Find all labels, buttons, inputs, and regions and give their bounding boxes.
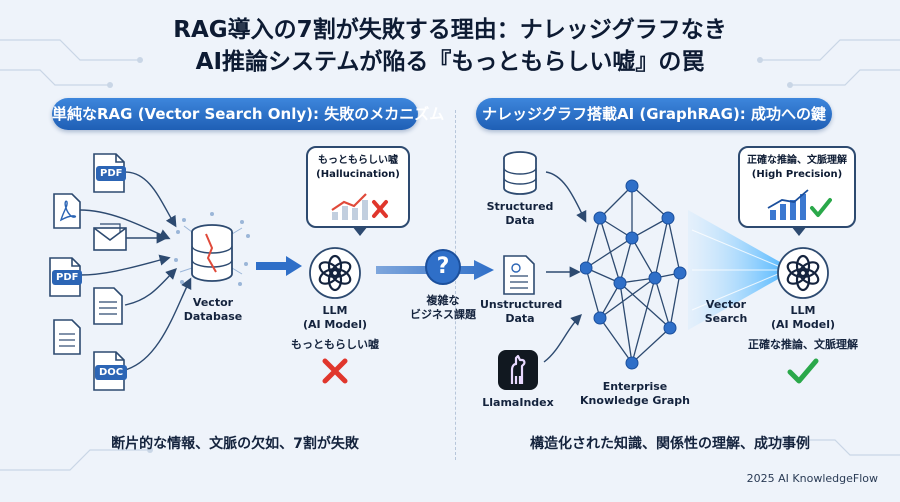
doc-document-icon: DOC [92, 350, 128, 396]
pdf-tag: PDF [52, 270, 83, 285]
pdf-tag: PDF [96, 166, 127, 181]
llamaindex-label: LlamaIndex [482, 396, 554, 409]
vector-search-line2: Search [704, 312, 748, 325]
enterprise-knowledge-graph [580, 179, 687, 370]
complex-label-line1: 複雑な [426, 294, 460, 307]
db-to-llm-arrow [256, 254, 304, 282]
hallucination-bubble-title: もっともらしい嘘 [318, 155, 398, 166]
vector-search-line1: Vector [705, 298, 747, 311]
llm-label-left-line2: (AI Model) [302, 318, 368, 331]
email-envelope-icon [92, 222, 128, 256]
acrobat-document-icon [52, 192, 82, 234]
llm-label-left: LLM (AI Model) [290, 304, 380, 332]
structured-label-line1: Structured [486, 200, 554, 213]
unstructured-data-label: Unstructured Data [480, 298, 563, 326]
graph-label-line1: Enterprise [602, 380, 668, 393]
success-chart-icon [767, 189, 832, 220]
hallucination-bubble-subtitle: (Hallucination) [316, 169, 400, 180]
llm-label-right-line2: (AI Model) [770, 318, 836, 331]
complex-business-problem-label: 複雑な ビジネス課題 [400, 294, 486, 322]
title-line-2: AI推論システムが陥る『もっともらしい嘘』の罠 [195, 49, 705, 75]
pdf-document-icon-1: PDF [92, 152, 127, 198]
unstructured-label-line2: Data [505, 312, 535, 325]
hallucination-speech-bubble: もっともらしい嘘 (Hallucination) [306, 146, 410, 236]
fail-x-icon [320, 356, 350, 390]
left-bottom-summary: 断片的な情報、文脈の欠如、7割が失敗 [111, 436, 359, 452]
vector-search-label: Vector Search [696, 298, 756, 326]
llamaindex-logo-icon [498, 350, 538, 390]
question-mark-icon: ? [425, 249, 461, 285]
structured-label-line2: Data [505, 214, 535, 227]
structured-data-database-icon [500, 150, 540, 200]
vector-database-label-text-2: Database [183, 310, 243, 323]
success-check-icon [786, 356, 820, 390]
graph-label-line2: Knowledge Graph [580, 394, 690, 407]
pdf-document-icon-2: PDF [48, 256, 83, 302]
structured-data-label: Structured Data [484, 200, 556, 228]
precision-bubble-subtitle: (High Precision) [751, 169, 843, 180]
llm-openai-icon-right [776, 246, 830, 304]
unstructured-data-document-icon [502, 254, 536, 300]
bubble-tail [791, 226, 807, 236]
llm-label-right-line1: LLM [790, 304, 816, 317]
llm-openai-icon-left [308, 246, 362, 304]
page-title: RAG導入の7割が失敗する理由：ナレッジグラフなき AI推論システムが陥る『もっ… [0, 14, 900, 78]
section-divider [455, 110, 456, 460]
vector-database-label-text: Vector [192, 296, 234, 309]
vector-database-label: Vector Database [180, 296, 246, 324]
complex-label-line2: ビジネス課題 [410, 308, 476, 321]
llm-result-left: もっともらしい嘘 [291, 338, 379, 351]
right-bottom-summary: 構造化された知識、関係性の理解、成功事例 [530, 436, 810, 452]
title-line-1: RAG導入の7割が失敗する理由：ナレッジグラフなき [173, 17, 727, 43]
text-document-icon-2 [52, 318, 82, 360]
footer-credit: 2025 AI KnowledgeFlow [746, 472, 878, 485]
vector-database-icon [172, 212, 252, 298]
llm-label-left-line1: LLM [322, 304, 348, 317]
right-section-header: ナレッジグラフ搭載AI (GraphRAG): 成功への鍵 [476, 98, 832, 130]
left-section-header: 単純なRAG (Vector Search Only): 失敗のメカニズム [52, 98, 444, 130]
unstructured-label-line1: Unstructured [480, 298, 563, 311]
knowledge-graph-label: Enterprise Knowledge Graph [580, 380, 690, 408]
failing-chart-icon [331, 193, 388, 220]
llm-result-right: 正確な推論、文脈理解 [748, 338, 858, 351]
bubble-tail [352, 226, 368, 236]
vector-search-beam [688, 210, 780, 330]
text-document-icon-1 [92, 286, 124, 330]
high-precision-speech-bubble: 正確な推論、文脈理解 (High Precision) [738, 146, 856, 236]
doc-tag: DOC [95, 365, 128, 380]
llm-label-right: LLM (AI Model) [758, 304, 848, 332]
precision-bubble-title: 正確な推論、文脈理解 [747, 155, 847, 166]
